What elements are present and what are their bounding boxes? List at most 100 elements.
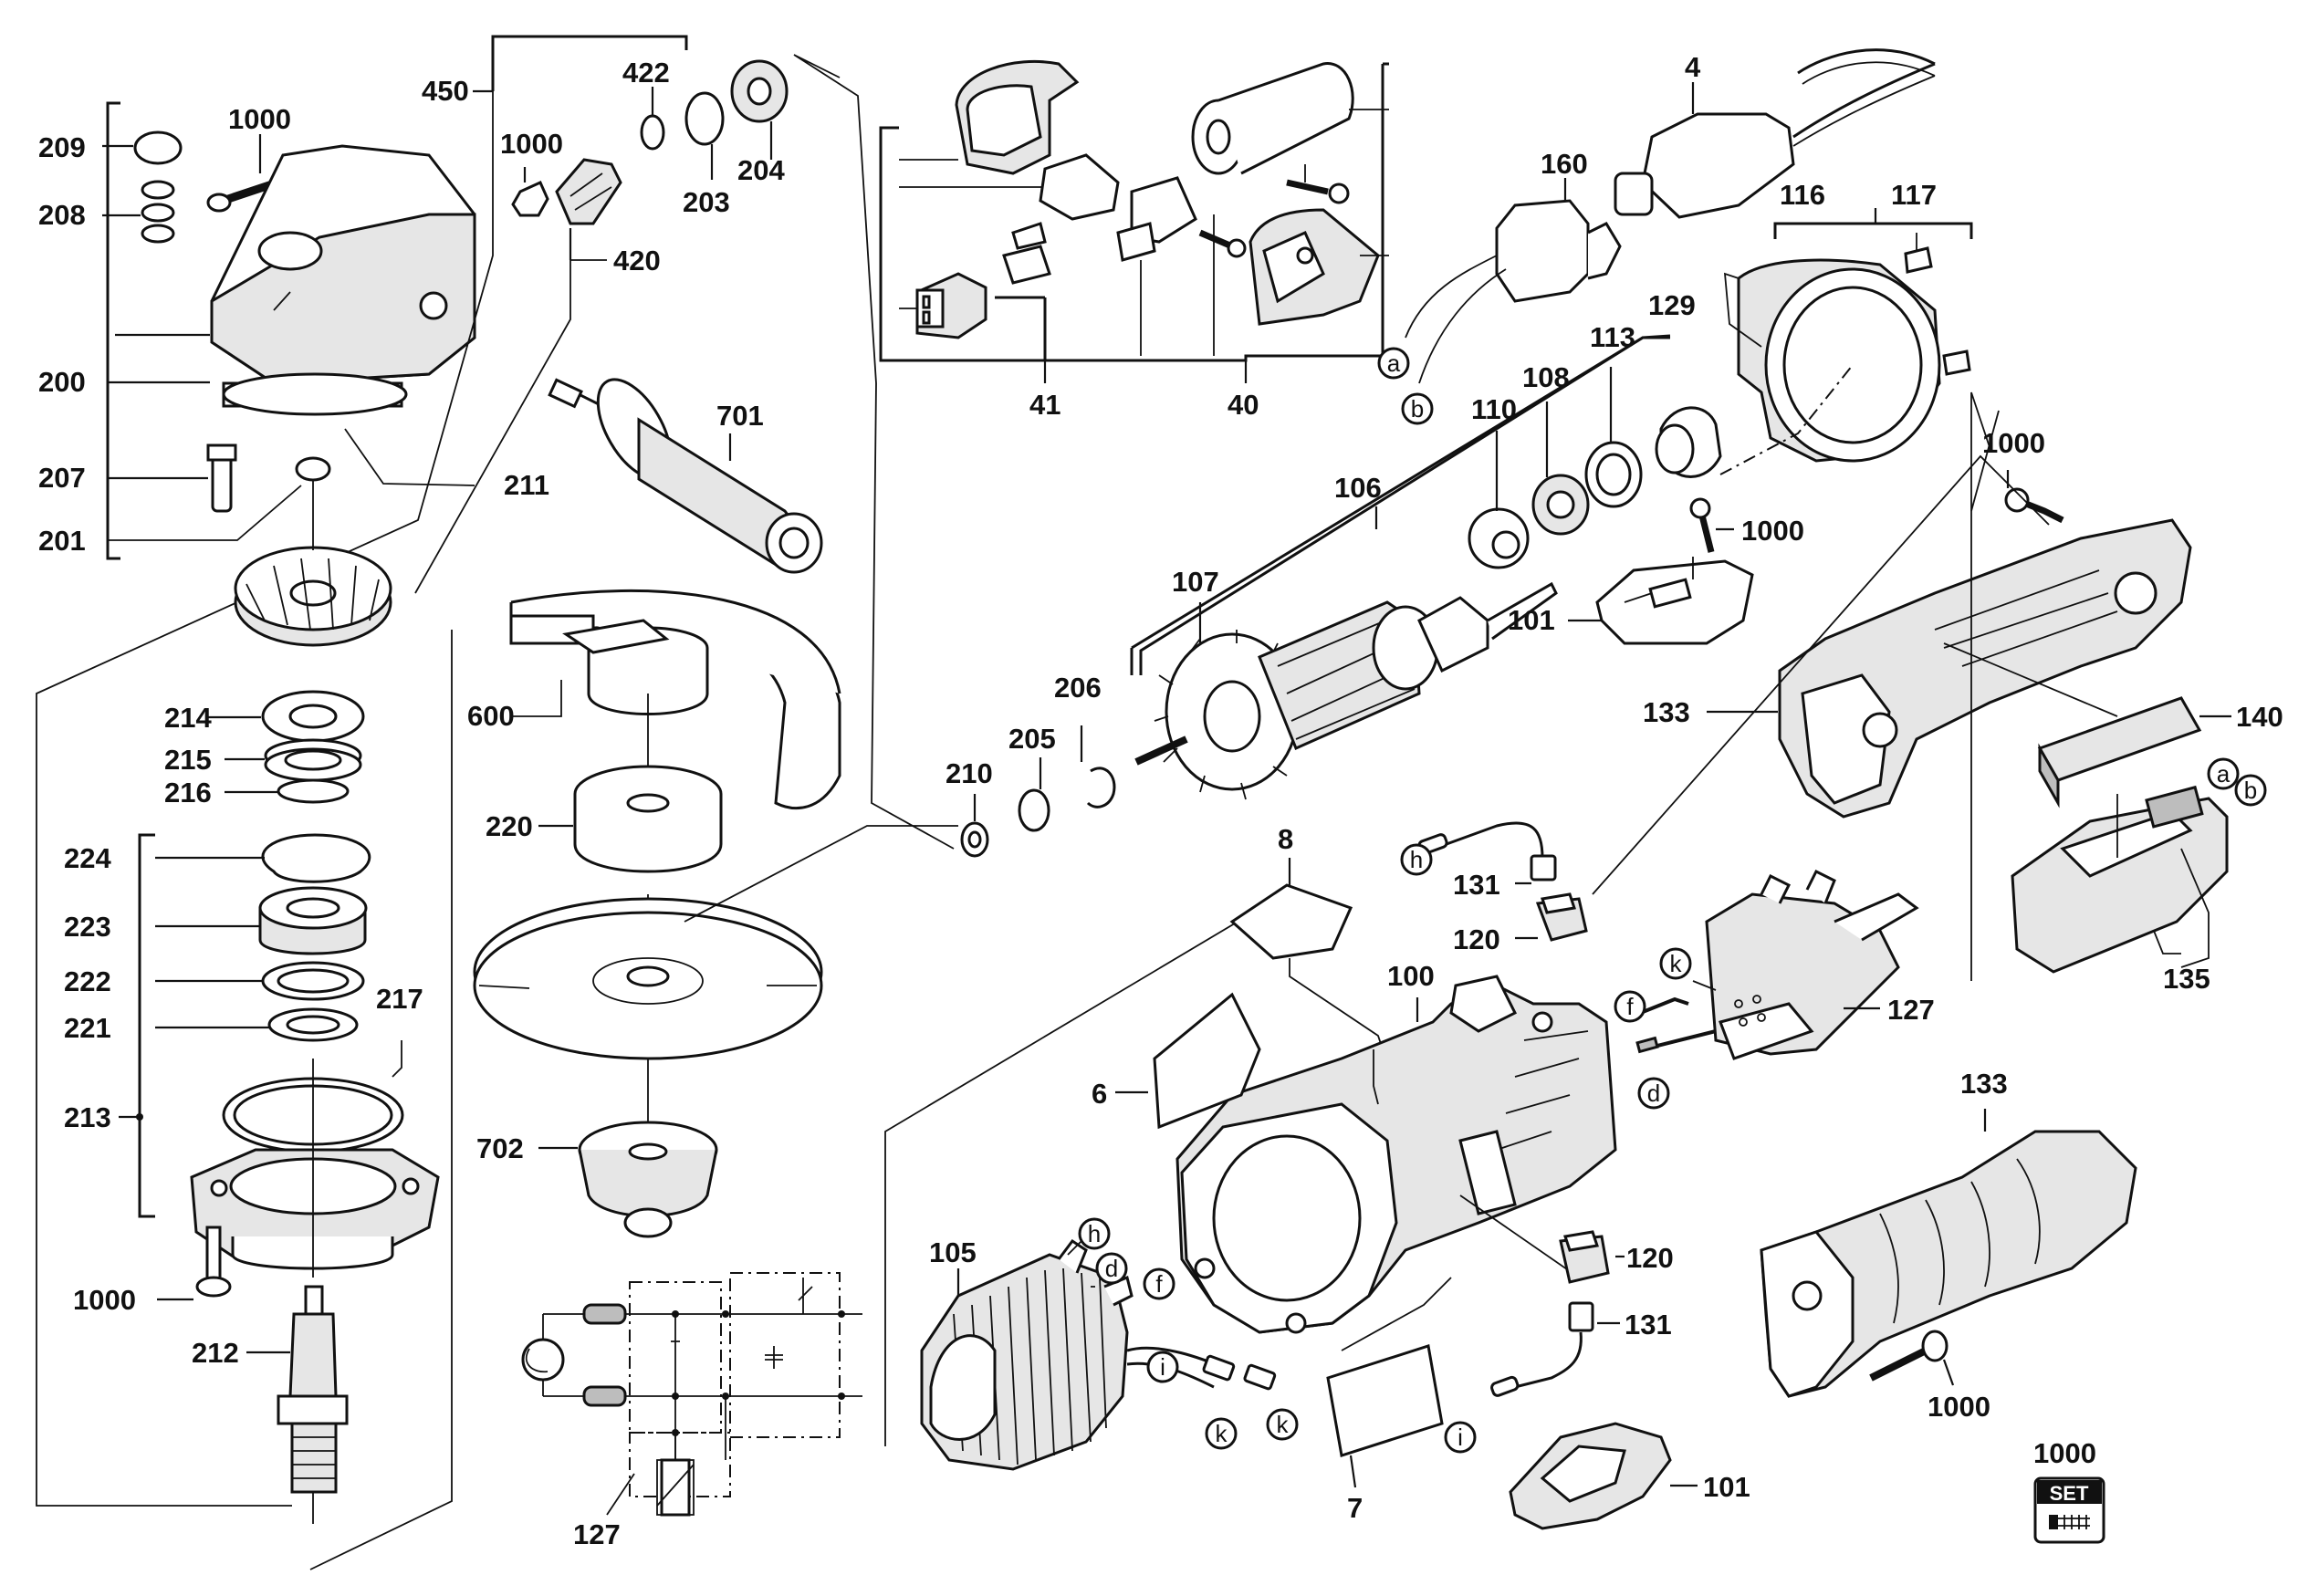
label-209: 209 bbox=[38, 131, 86, 163]
circle-label-d-switch: d bbox=[1637, 1077, 1670, 1110]
part-420-pinion bbox=[555, 158, 622, 225]
part-206-circlip bbox=[1086, 767, 1116, 808]
label-702: 702 bbox=[476, 1132, 524, 1164]
label-110: 110 bbox=[1471, 393, 1517, 425]
svg-text:a: a bbox=[1387, 349, 1401, 377]
part-grinding-disc bbox=[473, 897, 823, 1060]
circle-label-b-switch: b bbox=[2234, 774, 2267, 807]
part-160-plug bbox=[1495, 199, 1590, 303]
label-212: 212 bbox=[192, 1337, 239, 1369]
part-41-plug bbox=[915, 272, 987, 339]
svg-text:k: k bbox=[1216, 1420, 1228, 1447]
part-40-half-shell bbox=[1249, 208, 1380, 326]
svg-text:a: a bbox=[2217, 760, 2231, 788]
label-133-top: 133 bbox=[1643, 696, 1690, 728]
label-106: 106 bbox=[1334, 472, 1382, 504]
svg-text:k: k bbox=[1277, 1411, 1290, 1438]
circle-label-h-stator: h bbox=[1078, 1217, 1111, 1250]
brush-parts-group bbox=[1417, 821, 1625, 1397]
label-200: 200 bbox=[38, 366, 86, 398]
label-1000-set: 1000 bbox=[2033, 1437, 2096, 1469]
part-1000-grip-screw bbox=[1869, 1330, 1949, 1382]
part-701-side-handle bbox=[548, 378, 823, 574]
part-120-brush-holder-top bbox=[1535, 892, 1588, 942]
part-bevel-gear bbox=[234, 546, 392, 647]
label-127-circuit: 127 bbox=[573, 1518, 621, 1550]
connector-letter-labels: a b a b h k f d bbox=[1078, 347, 2267, 1454]
part-110-bearing bbox=[1468, 507, 1530, 569]
part-201-sleeve bbox=[295, 456, 331, 482]
label-214: 214 bbox=[164, 702, 212, 734]
label-40: 40 bbox=[1228, 389, 1259, 421]
label-220: 220 bbox=[486, 810, 533, 842]
label-116: 116 bbox=[1780, 179, 1825, 211]
label-216: 216 bbox=[164, 777, 212, 808]
label-422: 422 bbox=[622, 57, 670, 89]
part-209-cap bbox=[133, 130, 183, 165]
part-224-circlip bbox=[261, 833, 371, 883]
part-6-label bbox=[1153, 992, 1261, 1130]
svg-text:h: h bbox=[1088, 1220, 1101, 1247]
label-120-top: 120 bbox=[1453, 923, 1500, 955]
label-208: 208 bbox=[38, 199, 86, 231]
svg-text:d: d bbox=[1647, 1080, 1660, 1107]
label-129: 129 bbox=[1648, 289, 1696, 321]
part-108-bearing bbox=[1531, 474, 1590, 536]
label-1000-cap-screw: 1000 bbox=[228, 103, 291, 135]
label-135: 135 bbox=[2163, 963, 2210, 995]
svg-text:d: d bbox=[1105, 1255, 1118, 1282]
label-108: 108 bbox=[1522, 361, 1570, 393]
bracket-213 bbox=[138, 833, 155, 1218]
part-8-label bbox=[1229, 883, 1353, 960]
label-160: 160 bbox=[1541, 148, 1588, 180]
part-203-ring bbox=[684, 91, 725, 146]
circle-label-d-stator: d bbox=[1095, 1252, 1128, 1285]
svg-text:b: b bbox=[2244, 777, 2257, 804]
bracket-200 bbox=[106, 101, 120, 560]
label-211: 211 bbox=[504, 469, 549, 501]
label-41: 41 bbox=[1029, 389, 1060, 421]
circle-label-h-brush: h bbox=[1400, 843, 1433, 876]
label-6: 6 bbox=[1092, 1078, 1107, 1110]
part-422-washer bbox=[640, 114, 665, 151]
part-127-switch-module bbox=[1628, 869, 1919, 1060]
label-1000-arm-screw: 1000 bbox=[1982, 427, 2045, 459]
label-113: 113 bbox=[1590, 321, 1635, 353]
wiring-schematic bbox=[521, 1272, 862, 1517]
label-420: 420 bbox=[613, 245, 661, 276]
part-116-cover bbox=[1723, 258, 1941, 463]
motor-housing-group bbox=[884, 858, 1617, 1488]
part-214-washer bbox=[261, 690, 365, 743]
label-207: 207 bbox=[38, 462, 86, 494]
part-1000-flange-screw bbox=[195, 1226, 232, 1298]
label-101-top: 101 bbox=[1508, 604, 1555, 636]
label-223: 223 bbox=[64, 911, 111, 943]
gear-head-group bbox=[36, 35, 789, 1524]
label-1000-handle-screw: 1000 bbox=[1741, 515, 1804, 547]
svg-text:b: b bbox=[1411, 395, 1424, 422]
part-600-guard bbox=[509, 589, 841, 809]
bracket-106 bbox=[1139, 336, 1670, 675]
label-100: 100 bbox=[1387, 960, 1435, 992]
svg-text:k: k bbox=[1670, 950, 1683, 977]
label-8: 8 bbox=[1278, 823, 1293, 855]
svg-text:h: h bbox=[1410, 846, 1423, 873]
part-212-spindle bbox=[277, 1285, 349, 1494]
part-200-gear-housing bbox=[210, 144, 476, 416]
part-216-ring bbox=[277, 778, 350, 804]
label-107: 107 bbox=[1172, 566, 1219, 598]
label-133-bottom: 133 bbox=[1960, 1068, 2008, 1100]
label-224: 224 bbox=[64, 842, 111, 874]
part-40-tab bbox=[1116, 222, 1156, 262]
part-131-brush-bottom bbox=[1490, 1301, 1594, 1397]
part-1000-nut bbox=[511, 181, 549, 217]
circle-label-i-stator: i bbox=[1146, 1351, 1179, 1383]
stator-group bbox=[920, 1231, 1277, 1471]
cord-group bbox=[1405, 48, 1936, 384]
part-129-ring bbox=[1655, 406, 1722, 478]
label-127-switch: 127 bbox=[1887, 994, 1935, 1026]
part-205-ring bbox=[1018, 788, 1050, 832]
part-100-motor-housing bbox=[1175, 975, 1617, 1334]
part-4-cord-sleeve bbox=[1641, 112, 1795, 219]
